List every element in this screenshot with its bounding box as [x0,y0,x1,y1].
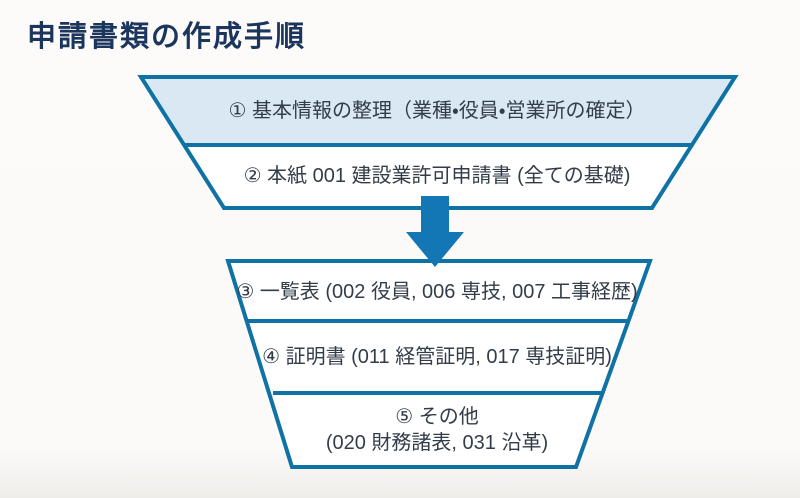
bottom-funnel-shape [228,261,650,467]
funnel-step-2-label: ② 本紙 001 建設業許可申請書 (全ての基礎) [243,165,631,187]
down-arrow-icon [406,196,464,267]
funnel-step-5-label: ⑤ その他 (020 財務諸表, 031 沿革) [326,404,548,456]
funnel-step-5-line2: (020 財務諸表, 031 沿革) [325,432,549,454]
funnel-step-3-label: ③ 一覧表 (002 役員, 006 専技, 007 工事経歴) [236,281,638,303]
bottom-funnel-outline [225,259,653,469]
page-title: 申請書類の作成手順 [27,21,307,53]
step-1-band [145,79,731,143]
funnel-step-5-line1: ⑤ その他 [395,406,479,428]
funnel-step-1-label: ① 基本情報の整理（業種・役員・営業所の確定） [228,100,646,122]
top-funnel-outline [137,75,739,210]
funnel-step-4-label: ④ 証明書 (011 経管証明, 017 専技証明) [262,346,612,368]
